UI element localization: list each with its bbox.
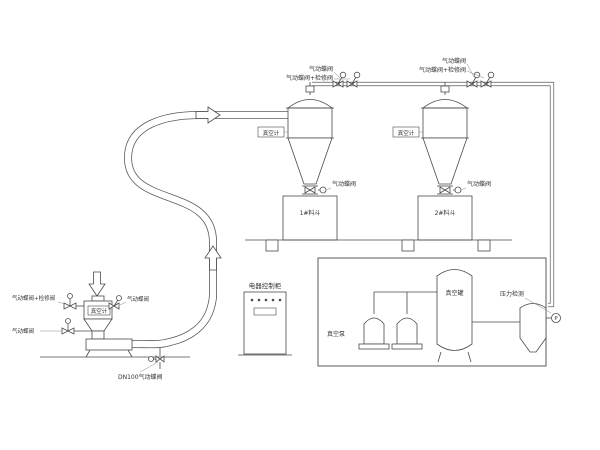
vacuum-pump-2 — [391, 317, 423, 350]
feeder-right-valve-label: 气动蝶阀 — [127, 295, 149, 303]
flow-arrow-up-icon — [204, 245, 222, 271]
pressure-instrument-tag: P — [554, 316, 558, 322]
control-cabinet-label: 电器控制柜 — [249, 281, 282, 290]
vacuum-tank: 真空罐 — [436, 269, 473, 363]
hopper-2-box — [417, 195, 473, 241]
hopper-1-label: 1#料斗 — [300, 209, 321, 217]
receiver1-top-nozzle — [305, 85, 315, 93]
vacuum-receiver-1: 真空计 气动蝶阀 — [257, 85, 356, 195]
indicator-lamp-icon — [250, 298, 254, 302]
feeder-inlet-port — [91, 295, 105, 302]
dn100-valve-assembly: DN100气动蝶阀 — [118, 348, 165, 381]
valve-handwheel-icon — [67, 293, 73, 299]
pressure-detection-label: 压力检测 — [500, 290, 524, 298]
receiver2-vacuum-gauge-label: 真空计 — [398, 129, 415, 137]
pressure-instrument-icon — [551, 313, 561, 323]
hopper-2-label: 2#料斗 — [435, 209, 456, 217]
cluster2-maint-valve-label: 气动蝶阀+检修阀 — [419, 66, 466, 74]
receiver1-valve-actuator-icon — [319, 186, 327, 194]
feeder-station: 真空计 气动蝶阀+检修阀 气动蝶阀 气动蝶阀 — [12, 293, 190, 358]
indicator-lamp-icon — [257, 298, 261, 302]
valve-handwheel-icon — [339, 71, 347, 79]
cluster1-maint-valve-label: 气动蝶阀+检修阀 — [286, 74, 333, 82]
feeder-left-valve-label: 气动蝶阀 — [12, 327, 34, 335]
feeder-trough — [85, 338, 133, 351]
feeder-vacuum-gauge-label: 真空计 — [91, 307, 108, 315]
vacuum-receiver-2: 真空计 气动蝶阀 — [392, 85, 491, 195]
vacuum-pump-1 — [358, 317, 390, 350]
valve-handwheel-icon — [116, 295, 122, 301]
receiver1-valve-cluster: 气动蝶阀 气动蝶阀+检修阀 — [286, 65, 361, 88]
feeder-maint-valve-label: 气动蝶阀+检修阀 — [12, 294, 55, 302]
cabinet-display — [253, 307, 277, 316]
receiver1-vacuum-gauge-label: 真空计 — [263, 129, 280, 137]
valve-handwheel-icon — [65, 318, 71, 324]
receiver1-discharge-valve-icon — [304, 186, 316, 194]
feeder-vacuum-gauge-tag — [87, 305, 111, 316]
dust-filter: P 压力检测 — [500, 290, 561, 353]
feed-arrow-down-icon — [88, 271, 106, 297]
receiver2-valve-actuator-icon — [454, 186, 462, 194]
receiver2-discharge-valve-icon — [439, 186, 451, 194]
platform-support — [477, 239, 491, 252]
dn100-valve-icon — [155, 355, 165, 363]
feeder-cone — [83, 318, 113, 332]
platform-support — [401, 239, 415, 252]
vacuum-tank-label: 真空罐 — [445, 289, 463, 297]
valve-actuator-icon — [148, 356, 154, 362]
receiver1-discharge-valve-label: 气动蝶阀 — [332, 180, 356, 188]
vacuum-pump-label: 真空泵 — [327, 330, 345, 338]
control-cabinet: 电器控制柜 — [238, 281, 292, 356]
storage-hoppers: 1#料斗 2#料斗 — [245, 195, 512, 252]
platform-support — [265, 239, 279, 252]
indicator-lamp-icon — [271, 298, 275, 302]
indicator-lamp-icon — [264, 298, 268, 302]
dn100-valve-label: DN100气动蝶阀 — [118, 373, 163, 381]
receiver2-valve-cluster: 气动蝶阀 气动蝶阀+检修阀 — [419, 57, 495, 88]
receiver2-discharge-valve-label: 气动蝶阀 — [467, 180, 491, 188]
pump-skid-enclosure: 真空泵 真空罐 P 压力检测 — [317, 257, 561, 367]
flow-arrow-right-icon — [195, 106, 221, 124]
valve-handwheel-icon — [487, 71, 495, 79]
indicator-lamp-icon — [278, 298, 282, 302]
hopper-1-box — [282, 195, 338, 241]
cluster2-butterfly-valve-label: 气动蝶阀 — [442, 57, 466, 65]
receiver2-top-nozzle — [440, 85, 450, 93]
cluster1-butterfly-valve-label: 气动蝶阀 — [309, 65, 333, 73]
valve-handwheel-icon — [353, 71, 361, 79]
enclosure-outline — [317, 257, 547, 367]
